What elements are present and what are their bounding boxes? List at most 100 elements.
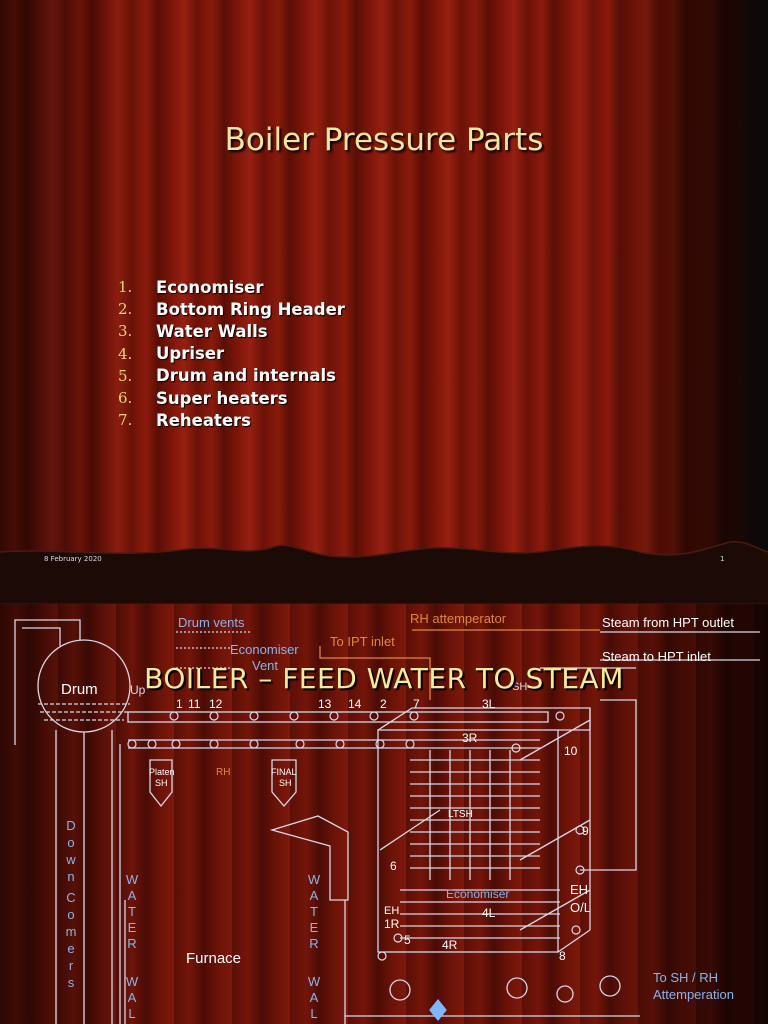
economiser-vent-label-2: Vent xyxy=(252,658,278,673)
water-wall-letter: L xyxy=(128,1006,135,1021)
tube-number: 1 xyxy=(176,697,183,711)
eh-ol-label: EH xyxy=(570,882,588,897)
platen-sh-label-2: SH xyxy=(155,778,168,788)
list-number: 1. xyxy=(118,278,133,297)
water-wall-letter: T xyxy=(128,904,136,919)
steam-to-hpt-label: Steam to HPT inlet xyxy=(602,649,711,664)
tube-number: 3L xyxy=(482,697,496,711)
tube-number: 7 xyxy=(413,697,420,711)
water-wall-letter: T xyxy=(310,904,318,919)
down-comers-letter: s xyxy=(68,975,75,990)
list-item: 4.Upriser xyxy=(118,343,345,365)
water-wall-letter: E xyxy=(310,920,319,935)
water-wall-letter: R xyxy=(309,936,318,951)
platen-sh-label: Platen xyxy=(149,767,175,777)
water-wall-letter: W xyxy=(308,872,321,887)
list-number: 5. xyxy=(118,366,133,385)
down-comers-letter: r xyxy=(69,958,74,973)
list-item-label: Economiser xyxy=(156,277,264,297)
drum-label: Drum xyxy=(61,681,98,698)
tube-number: 14 xyxy=(348,697,362,711)
economiser-coil xyxy=(400,889,560,939)
rh-attemperator-label: RH attemperator xyxy=(410,611,507,626)
pressure-parts-list: 1. Economiser 2. Bottom Ring Header 3. Wate… xyxy=(118,276,345,431)
water-wall-letter: R xyxy=(127,936,136,951)
drum-vents-label: Drum vents xyxy=(178,615,245,630)
attemperation-label-2: Attemperation xyxy=(653,987,734,1002)
furnace-label: Furnace xyxy=(186,950,241,967)
tube-number: 12 xyxy=(209,697,223,711)
down-comers-letter: m xyxy=(66,924,77,939)
attemperation-label: To SH / RH xyxy=(653,970,718,985)
ltsh-label: LTSH xyxy=(448,809,473,820)
final-sh-label-2: SH xyxy=(279,778,292,788)
tube-number: 2 xyxy=(380,697,387,711)
riser-label: Up xyxy=(130,683,146,697)
list-item-label: Water Walls xyxy=(156,321,268,341)
list-item-label: Upriser xyxy=(156,344,225,364)
header-bank xyxy=(127,711,549,723)
steam-from-hpt-label: Steam from HPT outlet xyxy=(602,615,734,630)
tube-number: 13 xyxy=(318,697,332,711)
water-wall-letter: A xyxy=(310,888,319,903)
water-wall-letter: E xyxy=(128,920,137,935)
list-item: 2. Bottom Ring Header xyxy=(118,298,345,320)
tube-number: 3R xyxy=(462,731,478,745)
backpass-box xyxy=(377,729,559,953)
final-sh-shape xyxy=(271,759,297,807)
water-wall-letter: L xyxy=(310,1006,317,1021)
water-wall-letter: W xyxy=(126,974,139,989)
slide-boiler-pressure-parts: Boiler Pressure Parts 1.Economiser 2.Bot… xyxy=(0,0,768,604)
down-comers-letter: D xyxy=(66,818,75,833)
furnace-nose xyxy=(269,815,349,901)
list-item-label: Super heaters xyxy=(156,388,288,408)
economiser-vent-label: Economiser xyxy=(230,642,299,657)
list-item: 1. Economiser xyxy=(118,276,345,298)
tube-number: 11 xyxy=(188,697,201,711)
tube-number: 9 xyxy=(582,824,589,838)
water-wall-letter: A xyxy=(310,990,319,1005)
list-number: 2. xyxy=(118,300,133,319)
rh-label: RH xyxy=(216,767,230,778)
tube-number: 1R xyxy=(384,917,400,931)
drum-top-pipe xyxy=(22,627,61,646)
down-comers-letter: o xyxy=(67,835,74,850)
list-item: 7. Reheaters xyxy=(118,409,345,431)
down-comers-letter: o xyxy=(67,907,74,922)
slide-title-feed-water: BOILER – FEED WATER TO STEAM xyxy=(144,662,624,695)
tube-number: 4L xyxy=(482,906,496,920)
footer-date: 8 February 2020 xyxy=(44,555,102,563)
water-wall-letter: A xyxy=(128,990,137,1005)
down-comers-letter: C xyxy=(66,890,75,905)
down-comers-letter: w xyxy=(65,852,76,867)
list-item-label: Drum and internals xyxy=(156,366,336,386)
final-sh-label: FINAL xyxy=(271,767,297,777)
list-number: 6. xyxy=(118,389,133,408)
water-wall-letter: A xyxy=(128,888,137,903)
drum-feed-pipe xyxy=(14,619,81,745)
list-item: 3. Water Walls xyxy=(118,320,345,342)
tube-number: 6 xyxy=(390,859,397,873)
water-wall-letter: W xyxy=(308,974,321,989)
platen-sh-shape xyxy=(149,759,173,808)
ground-silhouette xyxy=(0,540,768,604)
list-item-label: Bottom Ring Header xyxy=(156,299,345,319)
list-item-label: Reheaters xyxy=(156,410,252,430)
ltsh-coil xyxy=(410,759,540,869)
tube-number: 10 xyxy=(564,744,578,758)
water-wall-letter: W xyxy=(126,872,139,887)
eh-label: EH xyxy=(384,905,399,917)
eh-ol-label-2: O/L xyxy=(570,900,591,915)
list-item: 5. Drum and internals xyxy=(118,365,345,387)
list-number: 3. xyxy=(118,322,133,341)
to-ipt-inlet-label: To IPT inlet xyxy=(330,634,395,649)
tube-number: 8 xyxy=(559,949,566,963)
list-number: 7. xyxy=(118,411,133,430)
economiser-label: Economiser xyxy=(446,887,509,901)
slide-number: 1 xyxy=(720,555,725,563)
sh-attemp-label: SH xyxy=(512,681,527,693)
tube-number: 4R xyxy=(442,938,458,952)
tube-number: 5 xyxy=(404,933,411,947)
down-comers-letter: n xyxy=(67,869,74,884)
